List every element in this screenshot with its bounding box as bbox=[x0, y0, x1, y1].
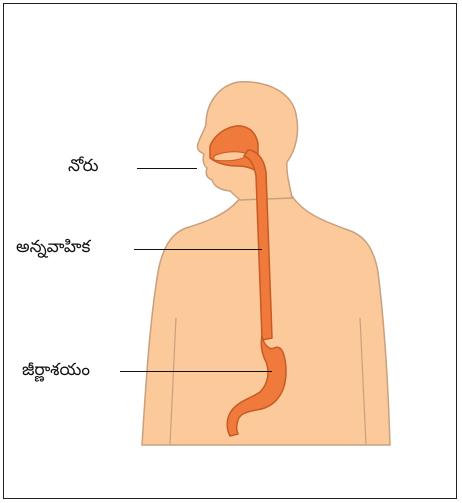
mouth-leader-line bbox=[137, 168, 197, 169]
esophagus-label: అన్నవాహిక bbox=[16, 237, 90, 257]
mouth-label: నోరు bbox=[68, 156, 99, 176]
esophagus-leader-line bbox=[134, 249, 262, 250]
stomach-label: జీర్ణాశయం bbox=[22, 360, 90, 380]
stomach-leader-line bbox=[120, 371, 272, 372]
